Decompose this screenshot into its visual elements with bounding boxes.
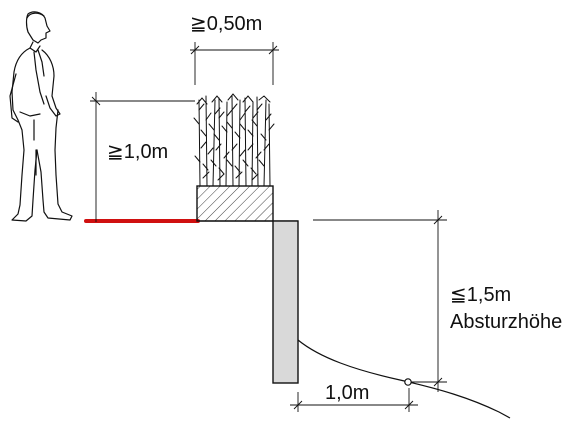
marker-icon (404, 378, 412, 386)
fall-height-word-label: Absturzhöhe (450, 311, 562, 333)
plants-icon (193, 93, 275, 187)
fall-height-value-label: ≦1,5m (450, 284, 511, 306)
fall-height-dimension (410, 210, 447, 392)
horizontal-distance-dimension (290, 388, 418, 412)
barrier-height-label: ≧1,0m (107, 141, 168, 163)
person-icon (9, 11, 73, 222)
barrier-height-dimension (90, 92, 195, 222)
sloped-ground-line (297, 339, 511, 419)
horizontal-distance-label: 1,0m (325, 382, 369, 404)
retaining-wall (272, 220, 299, 384)
planter-icon (196, 185, 274, 222)
planter-width-dimension (190, 42, 279, 85)
planter-width-label: ≧0,50m (190, 13, 262, 35)
